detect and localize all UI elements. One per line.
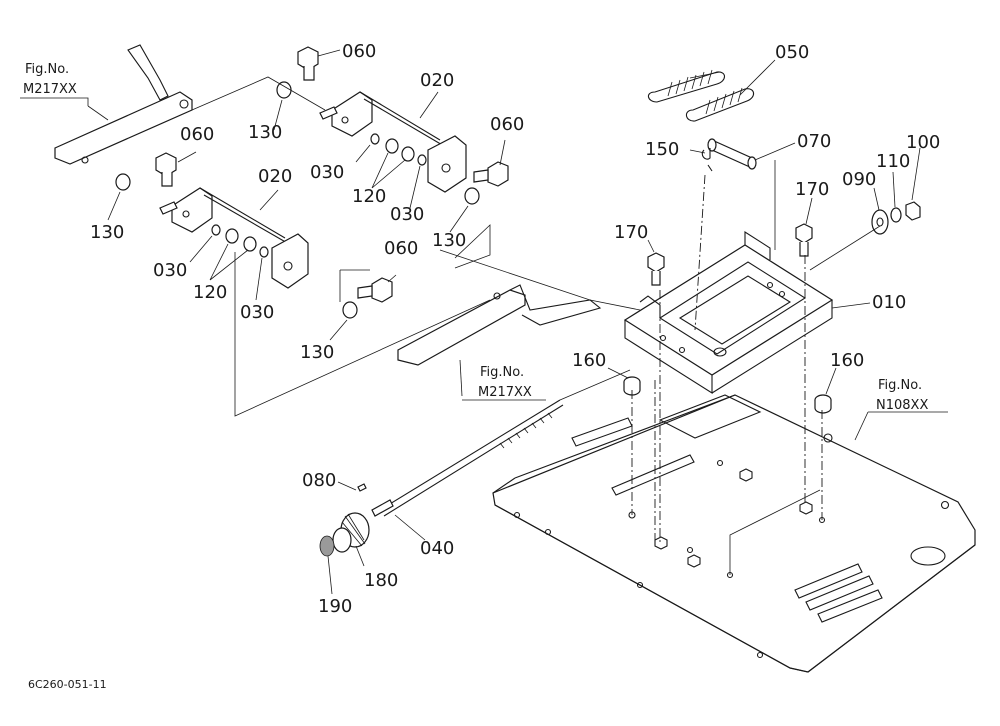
label-190: 190 (318, 596, 352, 617)
label-150: 150 (645, 139, 679, 160)
label-170: 170 (614, 222, 648, 243)
label-120: 120 (352, 186, 386, 207)
label-020: 020 (420, 70, 454, 91)
label-130: 130 (300, 342, 334, 363)
fig-ref-number: M217XX (478, 385, 532, 400)
rail-bracket-upper (54, 44, 193, 165)
label-060: 060 (180, 124, 214, 145)
label-030: 030 (390, 204, 424, 225)
washer-nut-set (871, 201, 921, 235)
label-130: 130 (90, 222, 124, 243)
label-020: 020 (258, 166, 292, 187)
label-060: 060 (490, 114, 524, 135)
label-160: 160 (572, 350, 606, 371)
caps-160 (623, 376, 832, 414)
label-170: 170 (795, 179, 829, 200)
knob-180 (332, 512, 370, 553)
bracket-020-top (319, 91, 467, 193)
label-030: 030 (240, 302, 274, 323)
springs (647, 69, 755, 122)
label-060: 060 (342, 41, 376, 62)
bolt-170-right (795, 223, 813, 257)
label-080: 080 (302, 470, 336, 491)
fig-ref-label: Fig.No. (480, 365, 524, 380)
base-plate (492, 394, 976, 673)
label-060: 060 (384, 238, 418, 259)
label-110: 110 (876, 151, 910, 172)
bolts-060 (155, 46, 509, 303)
leader-lines (87, 49, 921, 595)
fig-ref-label: Fig.No. (878, 378, 922, 393)
label-030: 030 (153, 260, 187, 281)
diagram-code: 6C260-051-11 (28, 678, 107, 691)
label-180: 180 (364, 570, 398, 591)
label-050: 050 (775, 42, 809, 63)
pin-and-clip (701, 138, 757, 172)
fig-ref-n108xx: Fig.No. N108XX (868, 378, 948, 413)
fig-ref-number: M217XX (23, 82, 77, 97)
bracket-020-left (159, 187, 309, 289)
label-010: 010 (872, 292, 906, 313)
label-120: 120 (193, 282, 227, 303)
fig-ref-number: N108XX (876, 398, 928, 413)
label-090: 090 (842, 169, 876, 190)
label-030: 030 (310, 162, 344, 183)
label-070: 070 (797, 131, 831, 152)
label-130: 130 (432, 230, 466, 251)
guide-lines (191, 76, 881, 575)
label-160: 160 (830, 350, 864, 371)
adjust-rod (357, 399, 564, 517)
label-130: 130 (248, 122, 282, 143)
label-100: 100 (906, 132, 940, 153)
seat-rail-frame (623, 230, 834, 394)
rail-bracket-lower (397, 284, 602, 366)
cap-190 (319, 535, 335, 557)
part-number-labels: 060 060 060 060 020 020 050 070 150 100 … (90, 41, 940, 617)
bushings-and-washers (115, 81, 480, 319)
fig-ref-m217xx-upper: Fig.No. M217XX (20, 62, 89, 106)
bolt-170-left (647, 252, 665, 286)
label-040: 040 (420, 538, 454, 559)
fig-ref-label: Fig.No. (25, 62, 69, 77)
fig-ref-m217xx-lower: Fig.No. M217XX (462, 365, 546, 401)
